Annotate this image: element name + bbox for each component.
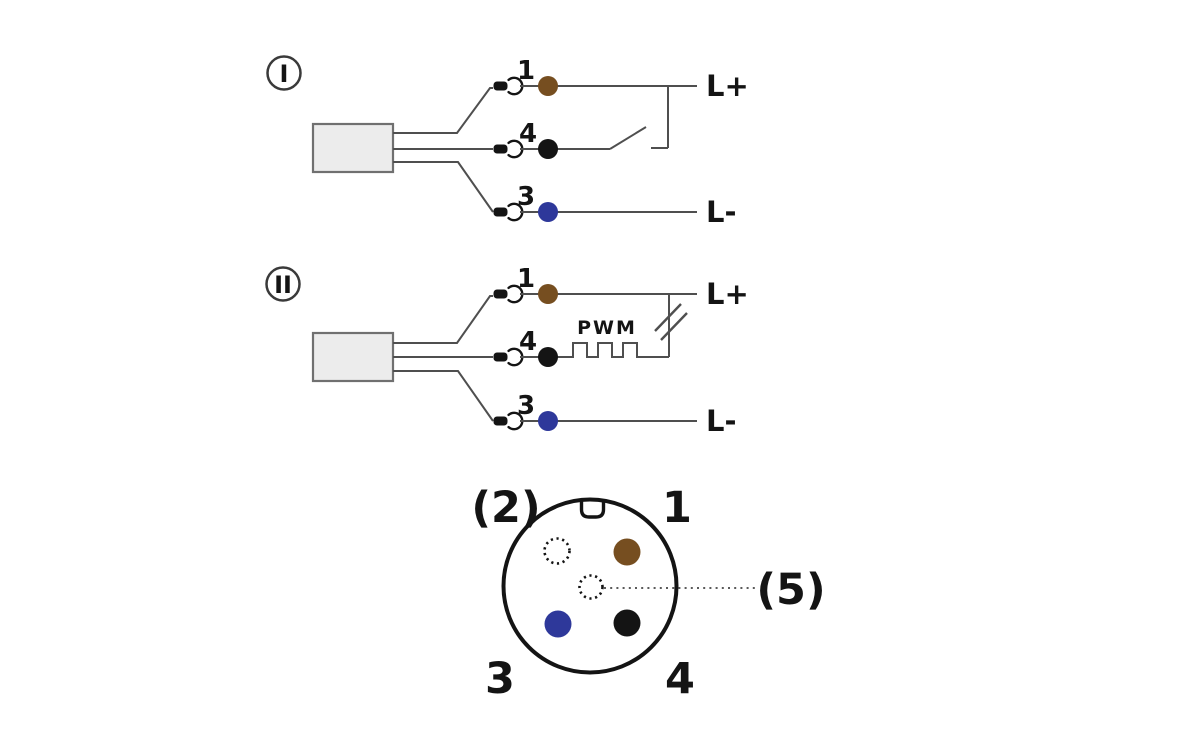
pin-number-4: 4 [519, 327, 537, 357]
rail-lminus-1: L- [706, 195, 737, 229]
keyway-notch-icon [579, 500, 606, 519]
terminal-pin-icon [493, 289, 508, 299]
pin-number-1: 1 [517, 56, 535, 86]
terminal-pin-icon [493, 144, 508, 154]
switch-contact-branch-1 [651, 86, 669, 149]
rail-lplus-2: L+ [706, 277, 749, 311]
pwm-label: PWM [577, 317, 637, 339]
switch-blade-icon [609, 126, 647, 150]
circuit-2-label: II [274, 271, 292, 299]
rail-lminus-2: L- [706, 404, 737, 438]
face-label-pin4: 4 [665, 654, 695, 704]
circuit-2-badge-circle [265, 266, 301, 302]
circuit-1-label: I [280, 60, 289, 88]
terminal-pin-icon [493, 352, 508, 362]
terminal-pin-icon [493, 416, 508, 426]
wire-dot-blue-1 [538, 202, 558, 222]
pwm-square-wave-icon [520, 342, 669, 358]
face-label-pin1: 1 [662, 483, 692, 533]
terminal-pin4-1 [493, 139, 524, 159]
face-label-pin5: (5) [756, 565, 825, 615]
connector-pin3-blue [544, 610, 572, 638]
terminal-pin-icon [493, 207, 508, 217]
cable-wire-bot-1 [393, 161, 494, 213]
connector-face: (2) 1 3 4 (5) [471, 483, 825, 704]
terminal-pin4-2 [493, 347, 524, 367]
device-box-2 [311, 331, 395, 383]
pin-number-1: 1 [517, 264, 535, 294]
wire-dot-blue-2 [538, 411, 558, 431]
pulse-break-slashes-icon [654, 303, 688, 341]
device-box-1 [311, 122, 395, 174]
pin-number-3: 3 [517, 391, 535, 421]
rail-lplus-1: L+ [706, 69, 749, 103]
face-label-pin2: (2) [471, 483, 540, 533]
terminal-pin-icon [493, 81, 508, 91]
cable-wire-bot-2 [393, 370, 494, 422]
connector-pin1-brown [613, 538, 641, 566]
connector-pin5-dotted [578, 574, 604, 600]
connector-pin4-black [613, 609, 641, 637]
pin-number-4: 4 [519, 119, 537, 149]
pin-number-3: 3 [517, 182, 535, 212]
cable-wire-top-1 [393, 87, 493, 134]
circuit-1: I 1 4 3 L+ [266, 55, 749, 229]
wire-dot-black-2 [538, 347, 558, 367]
wire-dot-brown-1 [538, 76, 558, 96]
circuit-2: II 1 4 3 PWM L+ L- [265, 264, 749, 438]
wire-dot-brown-2 [538, 284, 558, 304]
circuit-1-badge-circle [266, 55, 302, 91]
connector-pin2-dotted [543, 537, 571, 565]
wire-dot-black-1 [538, 139, 558, 159]
cable-wire-top-2 [393, 295, 493, 344]
face-label-pin3: 3 [485, 654, 515, 704]
